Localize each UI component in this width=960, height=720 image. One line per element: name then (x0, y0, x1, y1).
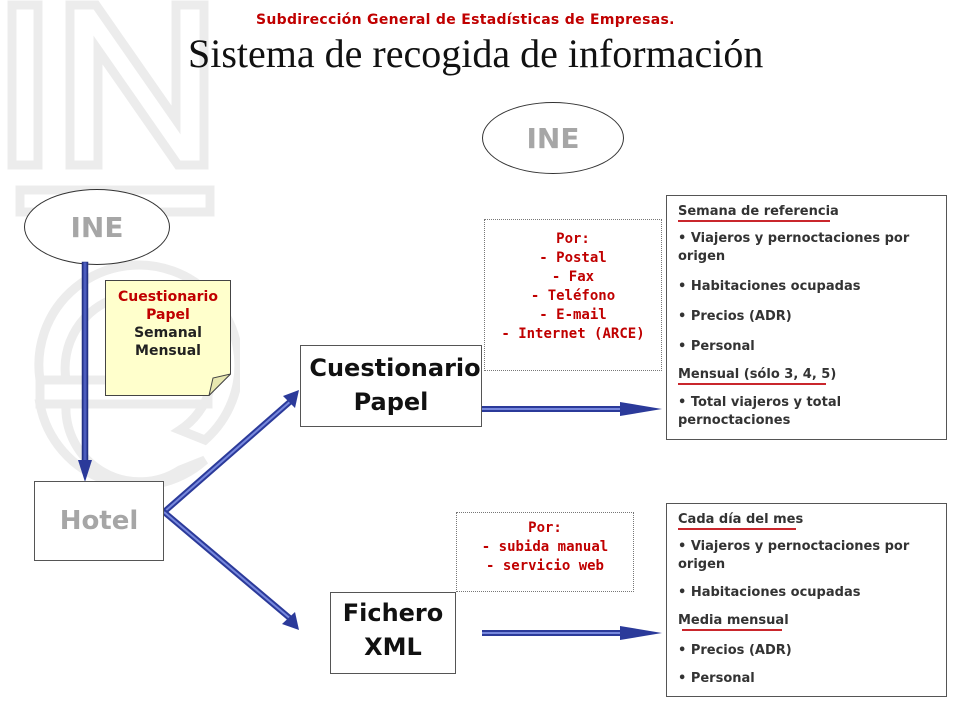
daily-header: Cada día del mes (678, 512, 804, 527)
ine-left-ellipse: INE (24, 189, 170, 265)
monthly-average-underline (682, 629, 782, 631)
hotel-box: Hotel (34, 481, 164, 561)
arrow-xml-to-info (482, 626, 662, 640)
info-item: • Total viajeros y total pernoctaciones (678, 395, 842, 428)
xml-channels-header: Por: (528, 520, 562, 536)
xml-info-box: Cada día del mes • Viajeros y pernoctaci… (666, 503, 947, 697)
xml-channel-item: - servicio web (485, 558, 604, 574)
paper-channel-item: - E-mail (539, 307, 607, 323)
paper-channels-box: Por: - Postal - Fax - Teléfono - E-mail … (484, 219, 662, 371)
arrow-ine-to-hotel (78, 261, 92, 482)
cuestionario-papel-line-2: Papel (353, 388, 429, 416)
department-subtitle: Subdirección General de Estadísticas de … (256, 12, 675, 28)
info-item: • Precios (ADR) (678, 643, 792, 658)
xml-channels-box: Por: - subida manual - servicio web (456, 512, 634, 592)
weekly-header: Semana de referencia (678, 204, 839, 219)
paper-questionnaire-note: Cuestionario Papel Semanal Mensual (105, 280, 231, 396)
paper-channel-item: - Postal (539, 250, 607, 266)
xml-channel-item: - subida manual (481, 539, 609, 555)
info-item: • Personal (678, 339, 755, 354)
weekly-header-underline (678, 220, 830, 222)
arrow-cuestionario-to-info (482, 402, 662, 416)
note-line-2: Papel (146, 307, 190, 323)
fichero-xml-line-1: Fichero (342, 599, 444, 627)
paper-channel-item: - Internet (ARCE) (501, 326, 645, 342)
paper-channel-item: - Fax (551, 269, 595, 285)
paper-channel-item: - Teléfono (530, 288, 616, 304)
daily-header-underline (678, 528, 796, 530)
cuestionario-papel-line-1: Cuestionario (309, 354, 481, 382)
cuestionario-papel-box: Cuestionario Papel (300, 345, 482, 427)
note-line-3: Semanal (134, 325, 202, 341)
info-item: • Precios (ADR) (678, 309, 792, 324)
note-line-1: Cuestionario (118, 289, 218, 305)
monthly-header-underline (678, 383, 826, 385)
ine-top-ellipse: INE (482, 102, 624, 174)
note-shape (105, 280, 231, 396)
paper-channels-header: Por: (556, 231, 590, 247)
paper-info-box: Semana de referencia • Viajeros y pernoc… (666, 195, 947, 440)
fichero-xml-line-2: XML (364, 633, 422, 661)
fichero-xml-box: Fichero XML (330, 592, 456, 674)
arrow-hotel-to-cuestionario (161, 390, 299, 515)
monthly-average-header: Media mensual (678, 613, 789, 628)
info-item: • Habitaciones ocupadas (678, 279, 861, 294)
info-item: • Habitaciones ocupadas (678, 585, 861, 600)
info-item: • Viajeros y pernoctaciones por origen (678, 231, 910, 264)
page-title: Sistema de recogida de información (188, 31, 764, 76)
info-item: • Viajeros y pernoctaciones por origen (678, 539, 910, 572)
arrow-hotel-to-xml (161, 509, 299, 630)
info-item: • Personal (678, 671, 755, 686)
monthly-header: Mensual (sólo 3, 4, 5) (678, 367, 837, 382)
note-line-4: Mensual (135, 343, 201, 359)
